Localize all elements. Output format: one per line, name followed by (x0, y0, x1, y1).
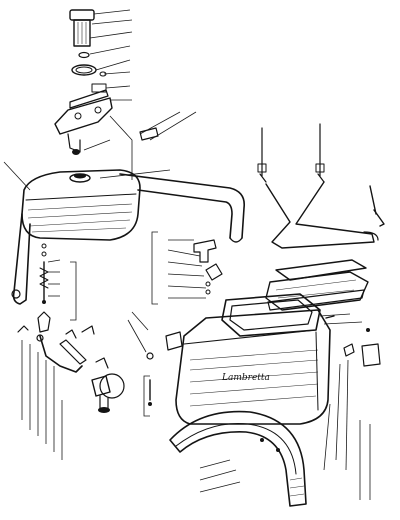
fuel-tank (11, 169, 246, 305)
hose-part (59, 325, 95, 365)
battery-box: Lambretta (175, 293, 331, 425)
bolt-set-centre (146, 331, 183, 406)
horn-unit (91, 357, 125, 413)
hardware-right (325, 315, 381, 367)
leader-lines (3, 9, 371, 500)
fuel-cap (69, 9, 95, 47)
fuel-valve (193, 239, 223, 295)
clip-part (139, 127, 159, 141)
cap-washer (78, 51, 90, 59)
spring-stack (39, 243, 49, 304)
ignition-switch (17, 311, 83, 373)
tool-tray-rod (257, 123, 385, 249)
fuel-filter-ring (71, 64, 107, 77)
fuel-tap-bracket (54, 83, 113, 155)
brand-emblem: Lambretta (221, 373, 270, 383)
cover-plates (265, 259, 369, 311)
rear-mudguard (169, 410, 307, 507)
